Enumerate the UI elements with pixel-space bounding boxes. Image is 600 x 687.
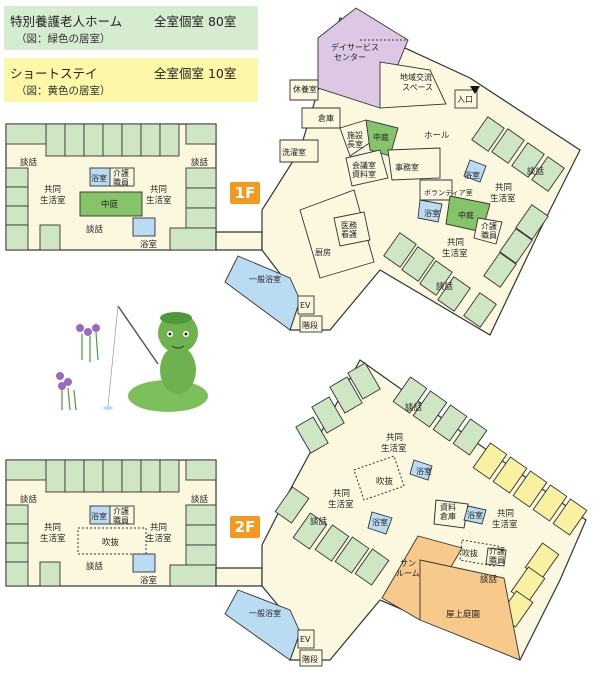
f2-okujo: 屋上庭園 (446, 609, 480, 620)
f1-sentaku: 洗濯室 (282, 147, 306, 157)
f2-bath-r: 浴室 (467, 510, 483, 520)
t: 共同 (44, 185, 61, 195)
f1-ippan-bath (224, 255, 301, 331)
legend-tokuyo-rooms: 全室個室 80室 (154, 14, 237, 29)
f2-l-living-r: 共同生活室 (146, 523, 172, 544)
f1-l-living-l: 共同生活室 (40, 185, 66, 206)
f2-sunroom: サンルーム (396, 559, 420, 578)
f2-l-care: 介護職員 (113, 506, 129, 525)
f2-dankai-m: 談話 (310, 516, 328, 527)
f1-jimu: 事務室 (395, 162, 419, 172)
f2-l-dankai-r: 談話 (191, 494, 209, 505)
f2-kaidan: 階段 (302, 654, 318, 664)
f1-chubo: 厨房 (315, 247, 331, 257)
f1-left-top-rooms (5, 123, 217, 157)
f2-l-dankai-b: 談話 (86, 561, 104, 572)
f2-living-t: 共同生活室 (381, 433, 407, 454)
f1-l-dankai-l: 談話 (20, 157, 38, 168)
f2-care-r: 介護職員 (489, 546, 505, 565)
f1-bath-r2: 浴室 (424, 208, 440, 218)
f1-chiiki: 地域交流スペース (400, 72, 433, 92)
f1-l-dankai-r: 談話 (191, 157, 209, 168)
f1-kaidan: 階段 (302, 320, 318, 330)
f1-dankai-r2: 談話 (436, 281, 454, 292)
legend-tokuyo-title: 特別養護老人ホーム (10, 14, 123, 29)
f1-l-court: 中庭 (101, 199, 119, 210)
f1-care-r: 介護職員 (481, 221, 497, 240)
f1-ippan: 一般浴室 (249, 274, 281, 284)
f1-volunteer: ボランティア室 (424, 188, 473, 197)
f2-l-bath-b: 浴室 (140, 575, 158, 586)
f1-l-dankai-b: 談話 (86, 224, 104, 235)
f1-l-living-r: 共同生活室 (146, 185, 172, 206)
f2-shiryo: 資料倉庫 (440, 502, 456, 521)
f2-fukinuke-r: 吹抜 (462, 548, 478, 558)
f1-entrance: 入口 (457, 95, 473, 104)
f1-l-care: 介護職員 (113, 168, 129, 187)
f2-main: 談話 共同生活室 浴室 吹抜 共同生活室 浴室 談話 資料倉庫 浴室 共同生活室… (224, 359, 588, 667)
legend-tokuyo: 特別養護老人ホーム 全室個室 80室 （図：緑色の居室） (4, 6, 258, 50)
f2-corridor (215, 567, 263, 587)
f1-l-bath-b: 浴室 (140, 239, 158, 250)
f1-court-r: 中庭 (458, 210, 474, 220)
legend-short-title: ショートステイ (10, 66, 98, 81)
f2-l-living-l: 共同生活室 (40, 523, 66, 544)
f1-ev: EV (300, 301, 311, 310)
f1-hall: ホール (424, 131, 450, 141)
f2-bath-m: 浴室 (372, 517, 388, 527)
f1-court: 中庭 (373, 132, 389, 142)
f2-bath-t: 浴室 (416, 466, 432, 476)
legend-short-note: （図：黄色の居室） (16, 85, 111, 97)
f1-living-r2: 共同生活室 (442, 238, 468, 259)
f2-dankai-r: 談話 (480, 574, 498, 585)
floor-badge-1f: 1F (230, 182, 260, 204)
f1-iryo: 医務看護 (341, 220, 357, 239)
f2-dankai-t: 談話 (405, 402, 423, 413)
kappa-illustration (56, 305, 208, 412)
f1-soko: 倉庫 (318, 113, 334, 123)
f1-corridor (215, 231, 263, 251)
f1-day: デイサービスセンター (331, 42, 379, 62)
f2-l-bath: 浴室 (91, 511, 107, 521)
f1-left-wing: 談話 談話 共同生活室 共同生活室 浴室 介護職員 中庭 談話 浴室 (5, 123, 217, 251)
legend-short-rooms: 全室個室 10室 (154, 66, 237, 81)
f2-living-r: 共同生活室 (492, 509, 518, 530)
f2-left-wing: 談話 談話 共同生活室 共同生活室 浴室 介護職員 吹抜 談話 浴室 (5, 459, 217, 587)
f2-fukinuke: 吹抜 (376, 476, 394, 487)
legend-tokuyo-note: （図：緑色の居室） (16, 33, 111, 45)
f1-living-r1: 共同生活室 (490, 183, 516, 204)
f2-ev: EV (300, 635, 311, 644)
f1-bath-r: 浴室 (464, 170, 480, 180)
f1-kyuyo: 休養室 (293, 84, 317, 94)
f1-shisetsu: 施設長室 (347, 130, 363, 149)
f2-l-dankai-l: 談話 (20, 494, 38, 505)
legend-short: ショートステイ 全室個室 10室 （図：黄色の居室） (4, 58, 258, 102)
f1-l-bath: 浴室 (91, 173, 107, 183)
f2-ippan: 一般浴室 (249, 608, 281, 618)
floor-badge-2f: 2F (230, 516, 260, 538)
f1-main: デイサービスセンター 地域交流スペース 入口 休養室 倉庫 洗濯室 施設長室 中… (224, 7, 581, 336)
f1-kaigi: 会議室資料室 (352, 160, 376, 179)
f2-l-fukinuke: 吹抜 (102, 537, 120, 548)
f2-living-m: 共同生活室 (328, 489, 354, 510)
f1-dankai-r1: 談話 (527, 166, 545, 177)
